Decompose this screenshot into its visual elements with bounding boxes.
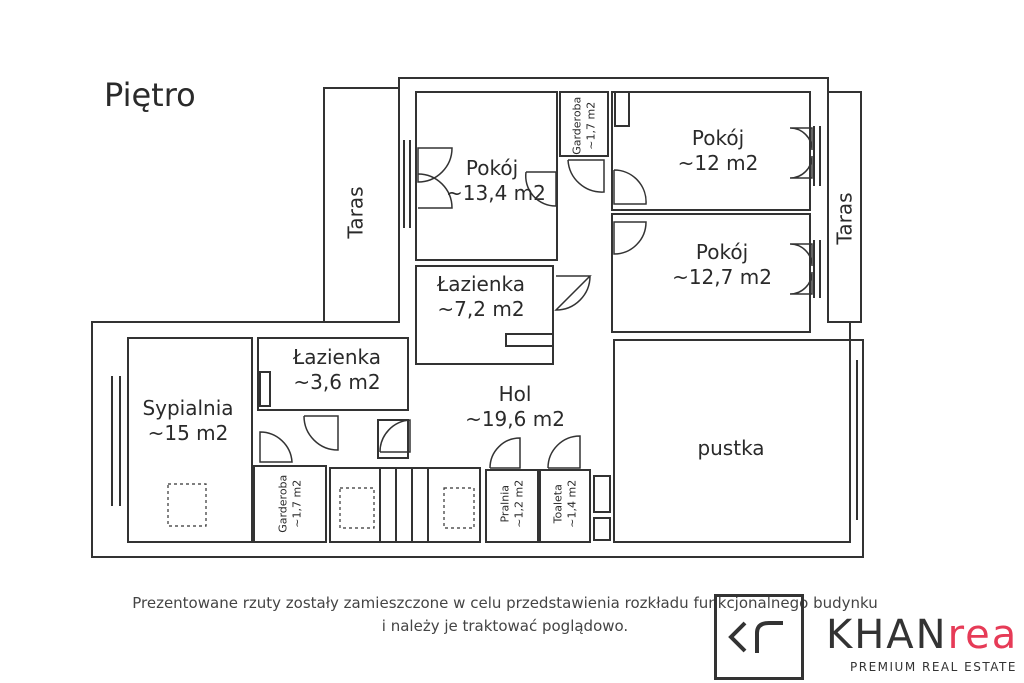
pokoj-b-label: Pokój ~12 m2: [668, 126, 768, 176]
brand-name-accent: rea: [947, 612, 1019, 658]
disclaimer-line-1: Prezentowane rzuty zostały zamieszczone …: [132, 594, 878, 612]
fixture-small-2: [593, 517, 611, 541]
pokoj-a-outline: [415, 91, 558, 261]
pokoj-a-name: Pokój: [465, 156, 519, 180]
garderoba-bottom-outline: [253, 465, 327, 543]
garderoba-top-label: Garderoba ~1,7 m2: [570, 92, 598, 160]
toaleta-outline: [539, 469, 591, 543]
pokoj-c-label: Pokój ~12,7 m2: [670, 240, 774, 290]
disclaimer: Prezentowane rzuty zostały zamieszczone …: [0, 592, 1010, 638]
sypialnia-area: ~15 m2: [147, 421, 229, 445]
garderoba-bottom-name: Garderoba: [276, 474, 290, 533]
closet-fixture: [614, 91, 630, 127]
pralnia-label: Pralnia ~1,2 m2: [498, 470, 526, 538]
staircase: [329, 467, 481, 543]
kr-logo-icon: [728, 621, 783, 653]
pokoj-c-outline: [611, 213, 811, 333]
garderoba-top-area: ~1,7 m2: [584, 101, 597, 150]
pustka-label: pustka: [697, 436, 765, 460]
skylight-3: [443, 487, 475, 529]
taras-right-outline: [827, 91, 862, 323]
pokoj-b-outline: [611, 91, 811, 211]
pralnia-area: ~1,2 m2: [512, 479, 525, 528]
lazienka-a-name: Łazienka: [436, 272, 526, 296]
toaleta-name: Toaleta: [551, 484, 565, 524]
pokoj-b-name: Pokój: [691, 126, 745, 150]
garderoba-top-outline: [559, 91, 609, 157]
lazienka-b-fixture: [259, 371, 271, 407]
sypialnia-outline: [127, 337, 253, 543]
toaleta-label: Toaleta ~1,4 m2: [551, 470, 579, 538]
hol-label: Hol ~19,6 m2: [460, 382, 570, 432]
sypialnia-label: Sypialnia ~15 m2: [136, 396, 240, 446]
fixture-small: [593, 475, 611, 513]
lazienka-b-outline: [257, 337, 409, 411]
hol-area: ~19,6 m2: [465, 407, 565, 431]
lazienka-b-name: Łazienka: [292, 345, 382, 369]
lazienka-b-area: ~3,6 m2: [293, 370, 381, 394]
disclaimer-line-2: i należy je traktować poglądowo.: [381, 617, 629, 635]
taras-left-label: Taras: [343, 186, 368, 239]
brand-tagline: PREMIUM REAL ESTATE: [850, 660, 1017, 674]
skylight-1: [167, 483, 207, 527]
page-title: Piętro: [104, 76, 196, 114]
lazienka-b-closet: [377, 419, 409, 459]
skylight-2: [339, 487, 375, 529]
pralnia-outline: [485, 469, 539, 543]
lazienka-a-outline: [415, 265, 554, 365]
taras-left-outline: [323, 87, 400, 323]
garderoba-top-name: Garderoba: [570, 96, 584, 155]
pokoj-a-area: ~13,4 m2: [446, 181, 546, 205]
logo-mark: [714, 594, 804, 680]
lazienka-a-label: Łazienka ~7,2 m2: [426, 272, 536, 322]
hol-name: Hol: [498, 382, 532, 406]
taras-right-label: Taras: [832, 192, 857, 245]
brand-name-main: KHAN: [826, 612, 948, 658]
lazienka-a-fixture: [505, 333, 554, 347]
pokoj-b-area: ~12 m2: [677, 151, 759, 175]
pokoj-a-label: Pokój ~13,4 m2: [446, 156, 546, 206]
sypialnia-name: Sypialnia: [142, 396, 234, 420]
pokoj-c-name: Pokój: [695, 240, 749, 264]
pokoj-c-area: ~12,7 m2: [672, 265, 772, 289]
garderoba-bottom-label: Garderoba ~1,7 m2: [276, 470, 304, 538]
garderoba-bottom-area: ~1,7 m2: [290, 479, 303, 528]
lazienka-b-label: Łazienka ~3,6 m2: [282, 345, 392, 395]
brand-name: KHANrea: [826, 612, 1018, 658]
toaleta-area: ~1,4 m2: [565, 479, 578, 528]
lazienka-a-area: ~7,2 m2: [437, 297, 525, 321]
pralnia-name: Pralnia: [498, 484, 512, 523]
